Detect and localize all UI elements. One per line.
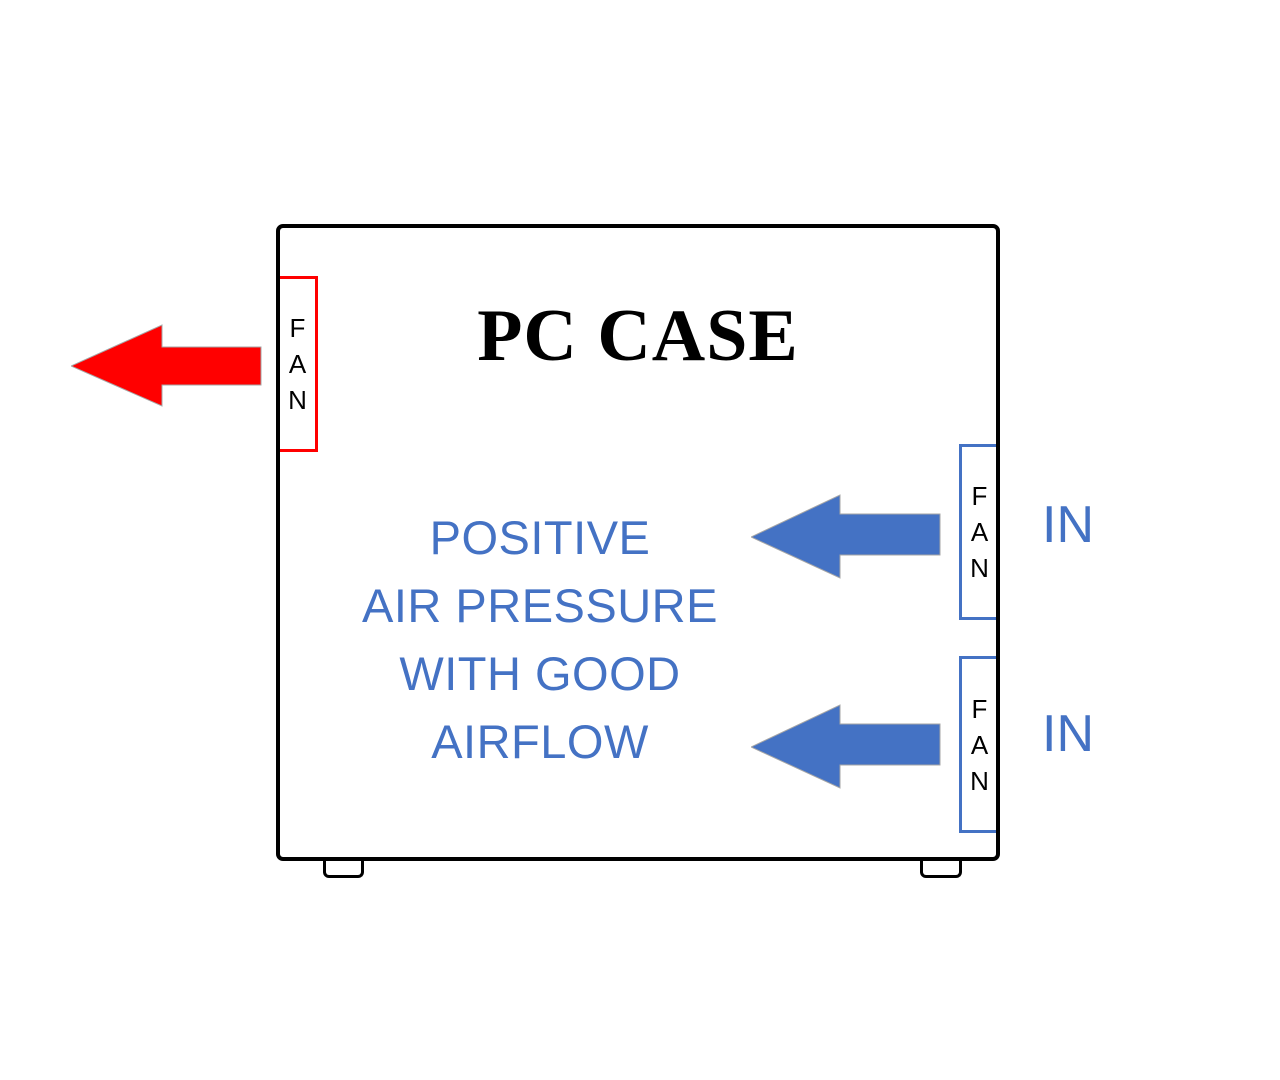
exhaust-arrow-icon — [71, 324, 262, 407]
intake-arrow-bottom-icon — [751, 704, 941, 789]
intake-arrow-shape — [751, 704, 941, 789]
fan-letter: F — [971, 693, 988, 724]
in-label-bottom: IN — [1042, 705, 1094, 763]
fan-letter: F — [971, 481, 988, 511]
intake-arrow-shape — [751, 494, 941, 579]
pressure-caption: POSITIVE AIR PRESSURE WITH GOOD AIRFLOW — [320, 504, 760, 776]
intake-arrow-top-icon — [751, 494, 941, 579]
intake-fan-top-box: F A N — [959, 444, 1000, 620]
case-foot-right — [920, 858, 962, 878]
intake-fan-bottom-box: F A N — [959, 656, 1000, 833]
pressure-caption-line: WITH GOOD — [399, 647, 681, 700]
in-label-top: IN — [1042, 496, 1094, 554]
pressure-caption-line: AIRFLOW — [431, 715, 649, 768]
fan-letter: A — [970, 517, 989, 547]
pressure-caption-line: AIR PRESSURE — [362, 579, 718, 632]
exhaust-arrow-shape — [71, 324, 262, 407]
pressure-caption-line: POSITIVE — [429, 511, 651, 564]
fan-letter: N — [288, 385, 307, 415]
fan-letter: N — [970, 765, 989, 796]
fan-letter: A — [288, 349, 307, 379]
fan-letter: F — [289, 313, 306, 343]
fan-letter: N — [970, 553, 989, 583]
fan-letter: A — [970, 729, 989, 760]
case-foot-left — [323, 858, 364, 878]
page-title: PC CASE — [477, 295, 799, 377]
pc-case-outline — [276, 224, 1000, 861]
